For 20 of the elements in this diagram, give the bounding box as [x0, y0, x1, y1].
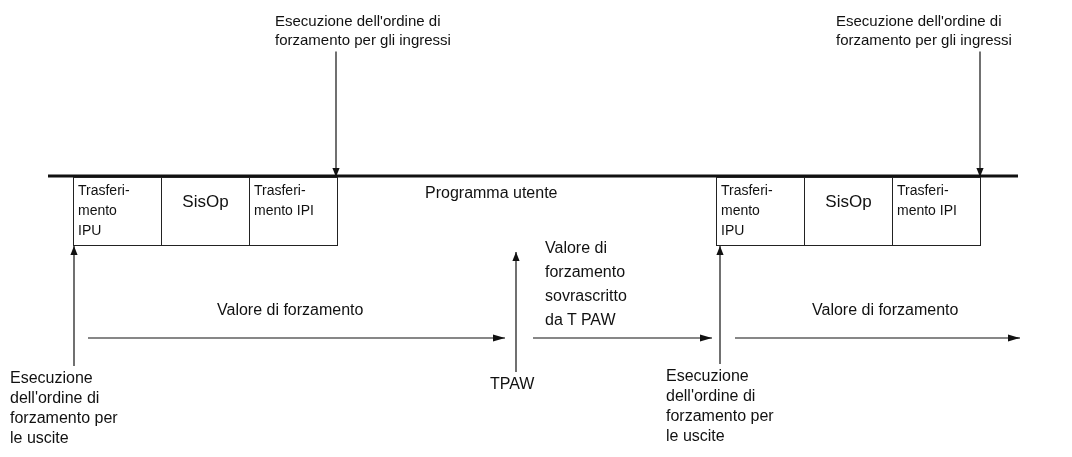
phase-box: Trasferi-mento IPU	[716, 177, 805, 246]
arrow	[332, 50, 340, 178]
phase-box: Trasferi-mento IPI	[892, 177, 981, 246]
annotation-text: TPAW	[490, 374, 535, 394]
annotation-text: Esecuzione dell'ordine di forzamento per gli ingressi	[836, 12, 1026, 50]
arrow	[716, 245, 724, 365]
arrow	[512, 251, 520, 373]
interval-label: Valore di forzamento	[217, 300, 364, 320]
interval-label: Valore di forzamento	[812, 300, 959, 320]
arrow	[976, 50, 984, 178]
annotation-text: Esecuzione dell'ordine di forzamento per le uscite	[666, 366, 778, 446]
phase-box: Trasferi-mento IPI	[249, 177, 338, 246]
phase-box: SisOp	[804, 177, 893, 246]
annotation-text: Esecuzione dell'ordine di forzamento per gli ingressi	[275, 12, 465, 50]
phase-box: SisOp	[161, 177, 250, 246]
phase-label: Programma utente	[425, 183, 558, 203]
annotation-text: Esecuzione dell'ordine di forzamento per le uscite	[10, 368, 122, 448]
arrow	[70, 245, 78, 367]
annotation-text: Valore di forzamento sovrascritto da T PAW	[545, 238, 628, 330]
phase-box: Trasferi-mento IPU	[73, 177, 162, 246]
